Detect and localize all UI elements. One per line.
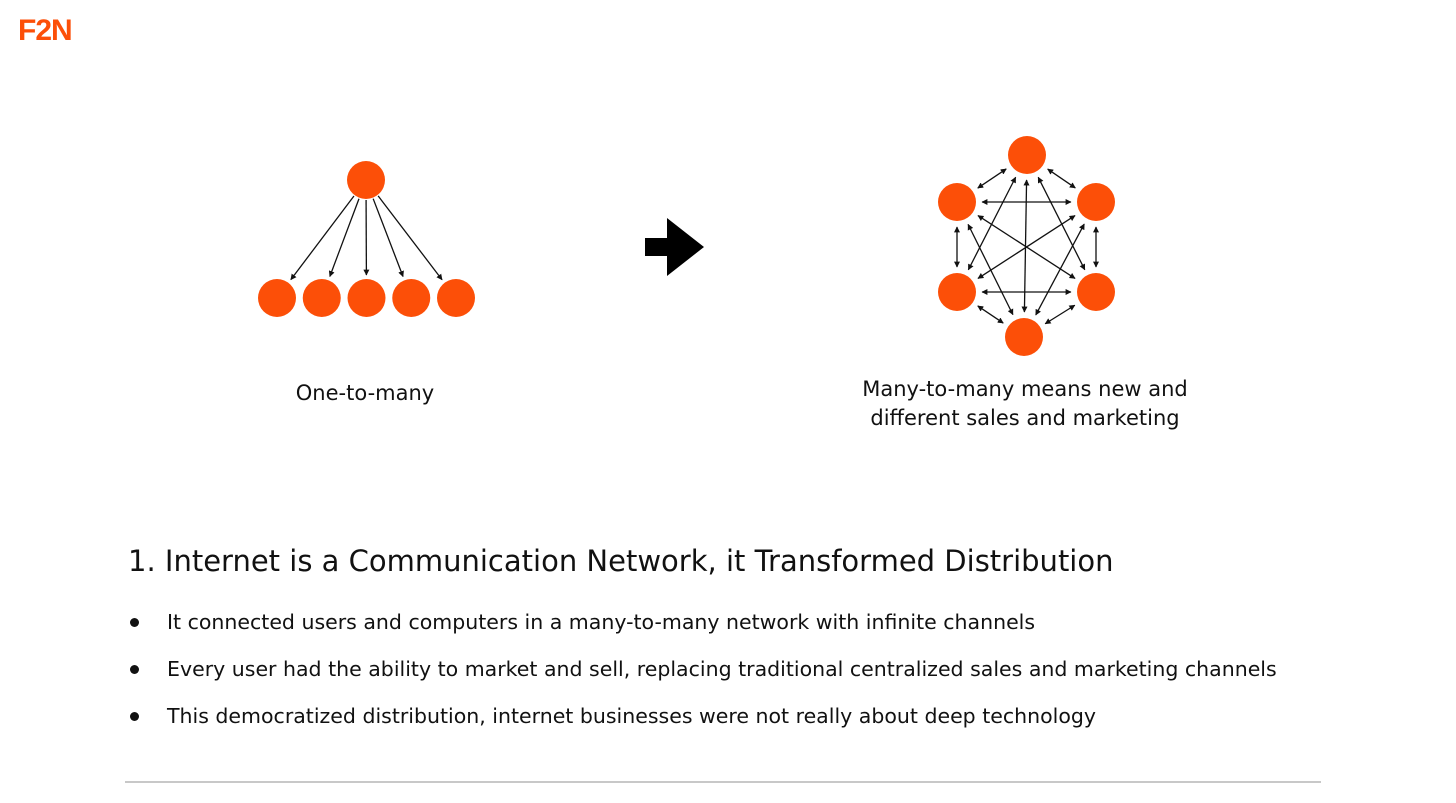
bullet-dot-icon	[130, 618, 139, 627]
many-to-many-caption-line: different sales and marketing	[870, 406, 1180, 430]
peer-link-arrow	[1035, 223, 1085, 316]
peer-link-arrow	[1037, 176, 1086, 271]
one-to-many-caption: One-to-many	[295, 381, 435, 405]
section-heading: 1. Internet is a Communication Network, …	[128, 544, 1114, 578]
many-to-many-diagram	[938, 136, 1115, 356]
peer-link-arrow	[977, 305, 1004, 324]
one-to-many-diagram	[258, 161, 475, 317]
peer-link-arrow	[967, 176, 1017, 271]
broadcast-arrow	[328, 198, 360, 278]
peer-node	[938, 273, 976, 311]
broadcast-arrow	[290, 195, 355, 281]
bullet-dot-icon	[130, 665, 139, 674]
peer-node	[938, 183, 976, 221]
target-node	[347, 279, 386, 317]
many-to-many-caption-line: Many-to-many means new and	[862, 377, 1188, 401]
broadcast-arrow	[372, 198, 404, 278]
many-to-many-caption: Many-to-many means new and different sal…	[845, 375, 1205, 433]
target-node	[392, 279, 431, 317]
bullet-text: It connected users and computers in a ma…	[167, 610, 1036, 634]
footer-divider	[125, 781, 1321, 783]
peer-link-arrow	[1047, 168, 1076, 189]
peer-link-arrow	[967, 223, 1014, 316]
bullet-dot-icon	[130, 712, 139, 721]
target-node	[302, 279, 341, 317]
source-node	[347, 161, 385, 199]
peer-link-arrow	[977, 168, 1007, 189]
bullet-text: This democratized distribution, internet…	[167, 704, 1097, 728]
target-node	[437, 279, 475, 317]
right-arrow-icon	[645, 218, 704, 276]
peer-node	[1008, 136, 1046, 174]
peer-node	[1005, 318, 1043, 356]
f2n-logo: F2N	[18, 14, 73, 47]
bullet-text: Every user had the ability to market and…	[167, 657, 1277, 681]
peer-link-arrow	[1044, 304, 1076, 325]
target-node	[258, 279, 296, 317]
peer-node	[1077, 183, 1115, 221]
peer-node	[1077, 273, 1115, 311]
broadcast-arrow	[377, 195, 443, 281]
